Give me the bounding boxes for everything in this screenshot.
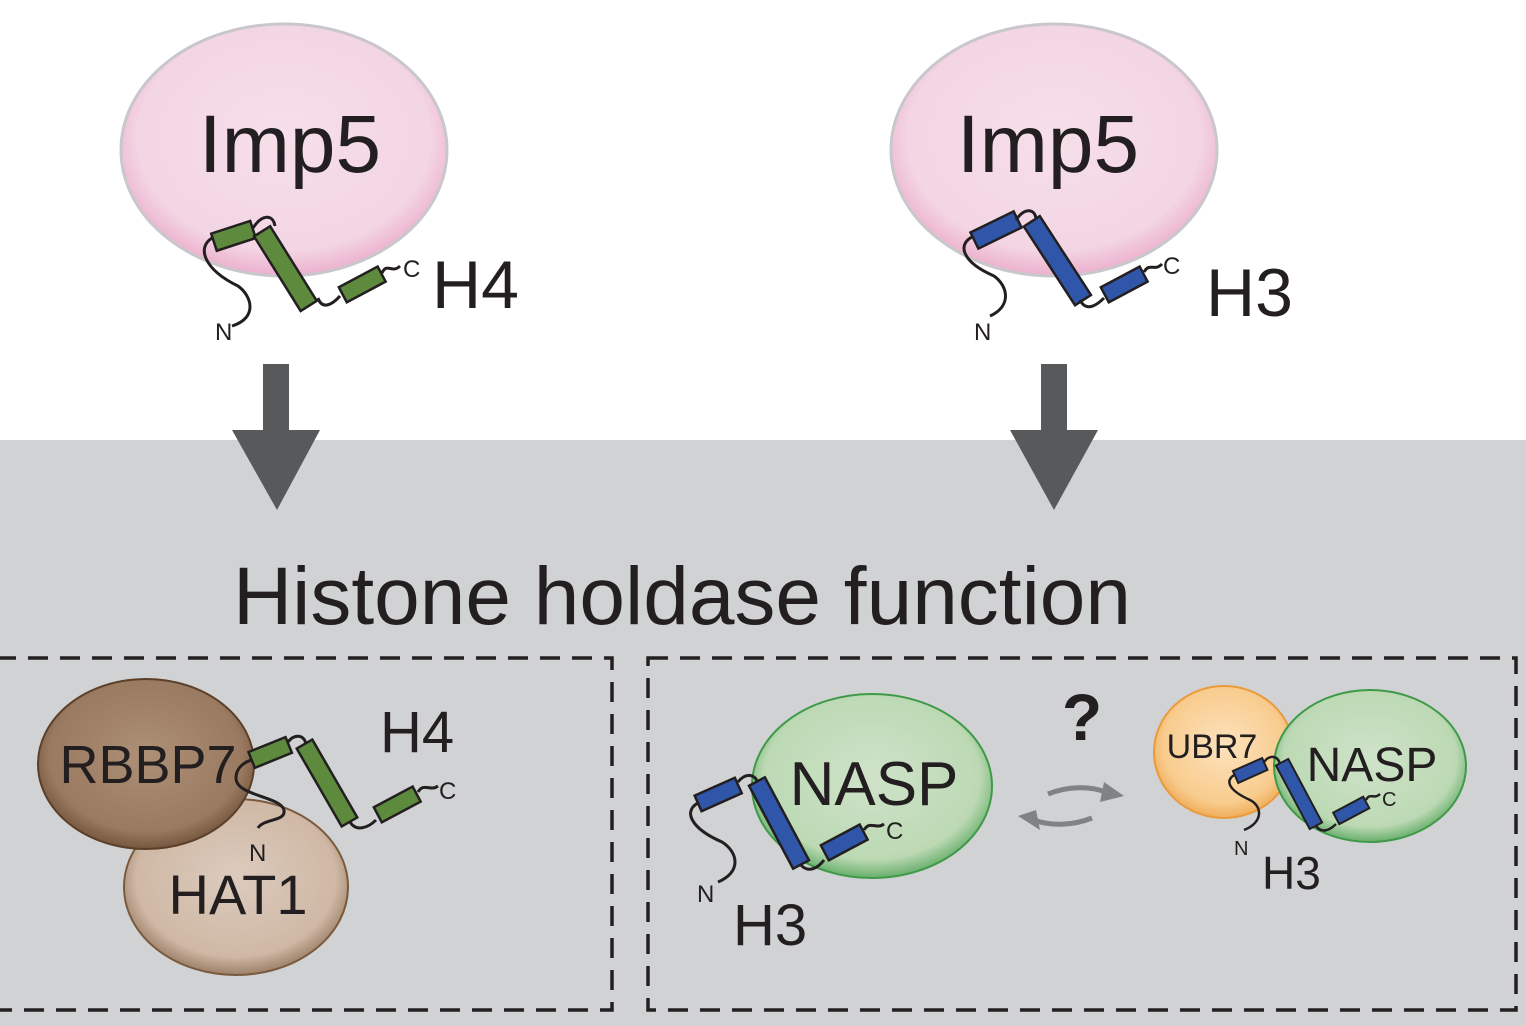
h3-n-label-top: N	[974, 319, 991, 346]
nasp-ellipse-2	[1273, 689, 1467, 843]
h3-helix-2-complex2	[1274, 757, 1324, 831]
imp5-h4-complex: Imp5 N C H4	[119, 22, 519, 346]
h4-helix-1-box	[246, 735, 294, 770]
nasp-label: NASP	[790, 750, 959, 819]
arrow-right	[1010, 364, 1098, 510]
nasp-label-2: NASP	[1307, 739, 1438, 792]
h3-n-label-box: N	[697, 881, 714, 908]
nasp-h3-complex: NASP N C H3	[689, 693, 993, 958]
h4-helix-3-top	[337, 264, 388, 304]
imp5-ellipse-right	[889, 22, 1219, 278]
h4-label-box: H4	[380, 700, 454, 765]
h4-n-tail-top	[202, 234, 252, 328]
h4-helix-3-box	[372, 784, 423, 824]
h3-c-label-top: C	[1163, 253, 1180, 280]
left-dashed-box	[0, 656, 614, 1012]
question-mark: ?	[1062, 680, 1102, 754]
h3-label-top: H3	[1206, 255, 1293, 331]
h4-c-label-top: C	[403, 256, 420, 283]
h4-helix-2-top	[252, 224, 319, 313]
ubr7-label: UBR7	[1167, 728, 1258, 766]
h4-helix-2-box	[294, 737, 360, 829]
h4-n-tail-box	[234, 758, 286, 829]
h4-label-top: H4	[432, 247, 519, 323]
hat1-label-text: HAT1	[169, 863, 308, 926]
h4-helix-1-top	[209, 219, 258, 253]
imp5-label-left: Imp5	[199, 99, 381, 190]
h3-helix-2-top	[1022, 214, 1093, 308]
h3-n-tail-top	[962, 234, 1007, 318]
h3-c-label-complex2: C	[1382, 789, 1396, 811]
h3-n-tail-complex2	[1228, 772, 1261, 832]
h3-helix-1-box	[692, 776, 744, 813]
equilibrium-arrows	[1018, 782, 1124, 830]
h3-helix-3-complex2	[1331, 795, 1371, 826]
ubr7-nasp-h3-complex: UBR7 NASP N C H3	[1153, 685, 1467, 899]
rbbp7-label: RBBP7	[59, 735, 236, 795]
section-title: Histone holdase function	[233, 551, 1131, 642]
h3-label-box: H3	[733, 893, 807, 958]
h4-n-label-box: N	[249, 840, 266, 867]
h4-n-label-top: N	[215, 319, 232, 346]
right-dashed-box	[646, 656, 1518, 1012]
h3-helix-3-top	[1099, 264, 1150, 304]
h3-label-complex2: H3	[1262, 847, 1321, 899]
arrow-left	[232, 364, 320, 510]
h3-n-tail-box	[689, 800, 737, 884]
rbbp7-hat1-h4-complex: RBBP7 HAT1 RBBP7 N C H4	[37, 678, 456, 976]
h3-c-label-box: C	[886, 818, 903, 845]
h4-c-label-box: C	[439, 778, 456, 805]
h3-n-label-complex2: N	[1234, 838, 1248, 860]
h3-helix-3-box	[819, 822, 870, 862]
imp5-h3-complex: Imp5 N C H3	[889, 22, 1293, 346]
imp5-label-right: Imp5	[957, 99, 1139, 190]
h3-helix-1-complex2	[1231, 756, 1269, 785]
